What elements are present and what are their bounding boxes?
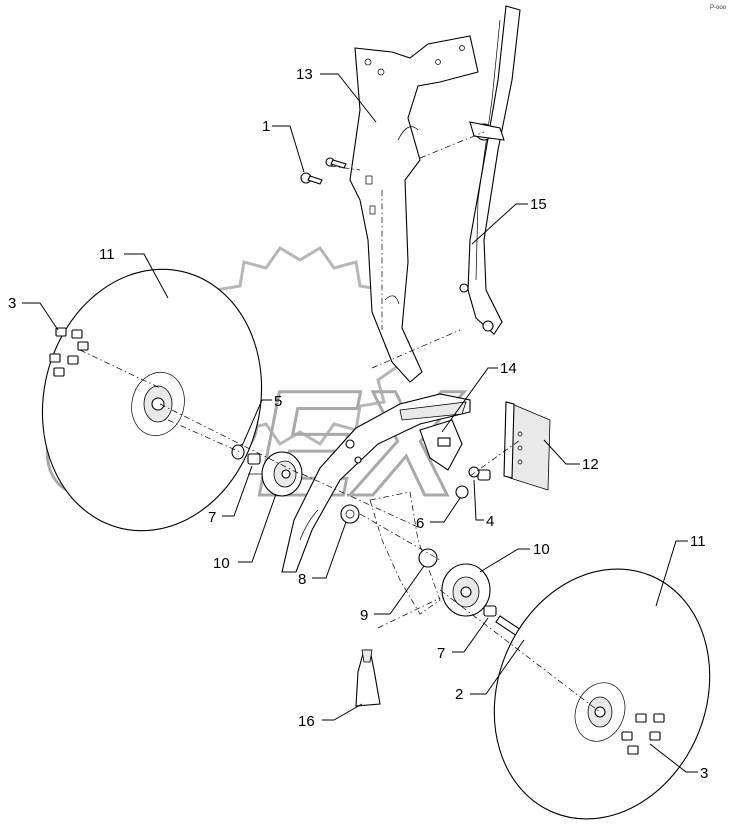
callout-5: 5 xyxy=(241,393,282,447)
part-12-scraper-blade xyxy=(503,401,551,491)
callout-label: 2 xyxy=(455,686,463,703)
part-9-bracket xyxy=(369,491,441,615)
part-11-right-disc xyxy=(493,568,711,820)
callout-3-left: 3 xyxy=(8,295,59,331)
callout-label: 13 xyxy=(296,66,313,83)
callout-label: 7 xyxy=(208,509,216,526)
callout-label: 11 xyxy=(99,246,115,263)
callout-label: 8 xyxy=(298,571,306,588)
callout-label: 5 xyxy=(274,393,282,410)
callout-7-left: 7 xyxy=(208,465,253,526)
part-11-left-disc xyxy=(41,268,263,532)
callout-label: 15 xyxy=(530,196,547,213)
callout-4: 4 xyxy=(473,479,494,530)
part-4-nut xyxy=(468,466,491,481)
callout-label: 16 xyxy=(298,713,315,730)
callout-13: 13 xyxy=(296,66,377,123)
callout-label: 7 xyxy=(437,645,445,662)
callout-label: 10 xyxy=(533,541,550,558)
callout-16: 16 xyxy=(298,703,363,730)
part-6-washer xyxy=(455,485,469,499)
callout-3-right: 3 xyxy=(649,743,708,782)
callout-8: 8 xyxy=(298,521,347,588)
callout-7-right: 7 xyxy=(437,617,489,662)
callout-label: 3 xyxy=(8,295,16,312)
callout-label: 3 xyxy=(700,765,708,782)
callout-14: 14 xyxy=(441,360,517,433)
callout-11-left: 11 xyxy=(99,246,169,299)
callout-10-right: 10 xyxy=(479,541,550,573)
callout-label: 4 xyxy=(486,513,494,530)
assembly-axis-lines xyxy=(79,131,601,713)
part-8-spacer xyxy=(340,504,360,524)
callout-1: 1 xyxy=(262,118,305,173)
part-15-shank xyxy=(459,5,521,335)
callout-10-left: 10 xyxy=(213,493,277,572)
part-3-right-bolts xyxy=(621,713,665,755)
corner-mark: P-ooo xyxy=(710,5,727,11)
part-5-washer xyxy=(231,444,245,460)
callout-11-right: 11 xyxy=(655,533,706,607)
part-13-frame-plate xyxy=(349,35,479,383)
callout-label: 14 xyxy=(500,360,517,377)
callout-label: 1 xyxy=(262,118,270,135)
callout-label: 12 xyxy=(582,456,599,473)
callout-label: 10 xyxy=(213,555,230,572)
part-1-bolt xyxy=(300,157,347,185)
part-16-grease-tube xyxy=(355,649,381,707)
callout-label: 11 xyxy=(690,533,706,550)
callout-label: 6 xyxy=(416,515,424,532)
part-3-left-bolts xyxy=(49,327,89,377)
callout-label: 9 xyxy=(360,607,368,624)
callout-12: 12 xyxy=(543,439,599,473)
part-7-right-nut xyxy=(483,605,497,617)
callout-2: 2 xyxy=(455,639,525,703)
callout-6: 6 xyxy=(416,497,461,532)
part-14-scraper-arm xyxy=(281,393,471,573)
callout-15: 15 xyxy=(471,196,547,245)
callout-9: 9 xyxy=(360,565,425,624)
part-7-left-nut xyxy=(247,453,261,465)
part-10-left-hub xyxy=(248,451,303,497)
part-10-right-hub xyxy=(441,563,491,617)
